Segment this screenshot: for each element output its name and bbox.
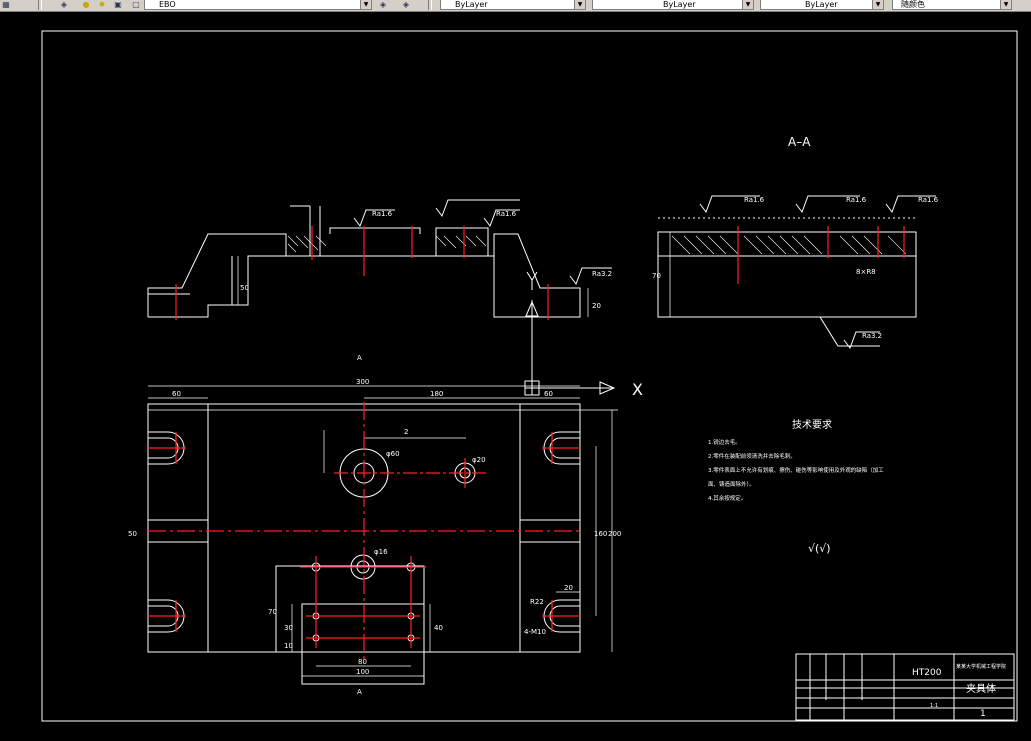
layer-select[interactable]: EBO ▼ bbox=[144, 0, 372, 10]
layer-manager-icon[interactable]: ▦ bbox=[2, 0, 10, 9]
title-block bbox=[795, 653, 1015, 721]
dim-v50: 50 bbox=[128, 530, 137, 538]
dim-chamfer: 4-M10 bbox=[524, 628, 546, 636]
x-axis-label: X bbox=[632, 380, 643, 399]
dim-height-right: 160 bbox=[594, 530, 607, 538]
dim-base-width: 100 bbox=[356, 668, 369, 676]
dim-v70: 70 bbox=[268, 608, 277, 616]
roughness-label: Ra1.6 bbox=[496, 210, 517, 218]
front-roughness-symbols bbox=[290, 199, 612, 286]
dim-phi60: φ60 bbox=[386, 450, 400, 458]
dim-height-outer: 200 bbox=[608, 530, 621, 538]
lineweight-select[interactable]: ByLayer ▼ bbox=[760, 0, 884, 10]
chevron-down-icon[interactable]: ▼ bbox=[872, 0, 883, 9]
toolbar-separator bbox=[428, 0, 432, 10]
make-current-layer-icon[interactable]: ◈ bbox=[379, 0, 387, 9]
dim-v40: 40 bbox=[434, 624, 443, 632]
chevron-down-icon[interactable]: ▼ bbox=[1000, 0, 1011, 9]
roughness-label: Ra1.6 bbox=[846, 196, 867, 204]
tech-item: 面、铸造面除外）。 bbox=[708, 480, 755, 488]
tech-item: 4.其余按规定。 bbox=[708, 494, 746, 502]
dim-section-height: 70 bbox=[652, 272, 661, 280]
front-view bbox=[147, 227, 581, 318]
dim-right-offset: 60 bbox=[544, 390, 553, 398]
plotstyle-select[interactable]: 随颜色 ▼ bbox=[892, 0, 1012, 10]
dim-r-slot: R22 bbox=[530, 598, 544, 606]
lineweight-select-value: ByLayer bbox=[805, 0, 838, 9]
dim-inner-width: 80 bbox=[358, 658, 367, 666]
dim-slot-width: 20 bbox=[564, 584, 573, 592]
previous-layer-icon[interactable]: ◈ bbox=[402, 0, 410, 9]
tech-item: 1.锐边去毛。 bbox=[708, 438, 741, 446]
roughness-label: Ra1.6 bbox=[918, 196, 939, 204]
dim-v10: 10 bbox=[284, 642, 293, 650]
y-axis-tick bbox=[526, 271, 538, 290]
dim-gap: 2 bbox=[404, 428, 408, 436]
linetype-select[interactable]: ByLayer ▼ bbox=[592, 0, 754, 10]
view-marker-top: A bbox=[357, 354, 362, 362]
layer-select-value: EBO bbox=[159, 0, 176, 9]
tech-requirements-title: 技术要求 bbox=[792, 418, 832, 431]
sheet-border bbox=[41, 30, 1018, 722]
centerlines bbox=[148, 226, 905, 660]
cad-drawing[interactable]: A–A A A X 技术要求 1.锐边去毛。 2.零件在装配前须清洗并去除毛刺。… bbox=[0, 11, 1031, 737]
roughness-label: Ra1.6 bbox=[744, 196, 765, 204]
y-axis-arrow bbox=[525, 300, 539, 317]
dimension-lines bbox=[148, 232, 671, 677]
dim-phi16: φ16 bbox=[374, 548, 388, 556]
title-material: HT200 bbox=[912, 668, 942, 678]
section-hatch bbox=[671, 235, 907, 255]
lock-icon[interactable]: ▣ bbox=[114, 0, 122, 9]
dim-section-width: 8×R8 bbox=[856, 268, 876, 276]
tech-item: 3.零件表面上不允许有划痕、擦伤、碰伤等影响使用及外观的缺陷（加工 bbox=[708, 466, 884, 474]
linetype-select-value: ByLayer bbox=[663, 0, 696, 9]
drawing-canvas[interactable]: A–A A A X 技术要求 1.锐边去毛。 2.零件在装配前须清洗并去除毛刺。… bbox=[0, 11, 1031, 737]
plotstyle-select-value: 随颜色 bbox=[901, 0, 925, 9]
dim-left-offset: 60 bbox=[172, 390, 181, 398]
chevron-down-icon[interactable]: ▼ bbox=[360, 0, 371, 9]
toolbar-separator bbox=[38, 0, 42, 10]
color-select-value: ByLayer bbox=[455, 0, 488, 9]
layers-icon[interactable]: ◈ bbox=[60, 0, 68, 9]
title-scale: 1:1 bbox=[930, 703, 938, 709]
title-sheet: 1 bbox=[980, 709, 986, 719]
color-swatch-icon: ▢ bbox=[132, 0, 140, 9]
x-axis-arrow bbox=[599, 381, 616, 395]
section-view bbox=[657, 195, 936, 350]
chevron-down-icon[interactable]: ▼ bbox=[574, 0, 585, 9]
tech-item: 2.零件在装配前须清洗并去除毛刺。 bbox=[708, 452, 796, 460]
sun-icon[interactable]: ✹ bbox=[98, 0, 106, 9]
roughness-label: Ra1.6 bbox=[372, 210, 393, 218]
title-part-name: 夹具体 bbox=[966, 682, 996, 695]
title-school: 某某大学机械工程学院 bbox=[956, 663, 1006, 670]
dim-hole-spacing: 180 bbox=[430, 390, 443, 398]
dim-phi20: φ20 bbox=[472, 456, 486, 464]
chevron-down-icon[interactable]: ▼ bbox=[742, 0, 753, 9]
overall-roughness: √(√) bbox=[808, 542, 831, 555]
color-select[interactable]: ByLayer ▼ bbox=[440, 0, 586, 10]
dim-front-height: 50 bbox=[240, 284, 249, 292]
lightbulb-icon[interactable]: ● bbox=[82, 0, 90, 9]
dim-step: 20 bbox=[592, 302, 601, 310]
dim-v30: 30 bbox=[284, 624, 293, 632]
roughness-label: Ra3.2 bbox=[862, 332, 882, 340]
front-view-hatch bbox=[287, 235, 487, 253]
section-label: A–A bbox=[788, 135, 811, 149]
dim-overall-width: 300 bbox=[356, 378, 369, 386]
view-marker-bottom: A bbox=[357, 688, 362, 696]
properties-toolbar: ▦ ◈ ● ✹ ▣ ▢ EBO ▼ ◈ ◈ ByLayer ▼ ByLayer … bbox=[0, 0, 1031, 12]
roughness-label: Ra3.2 bbox=[592, 270, 612, 278]
